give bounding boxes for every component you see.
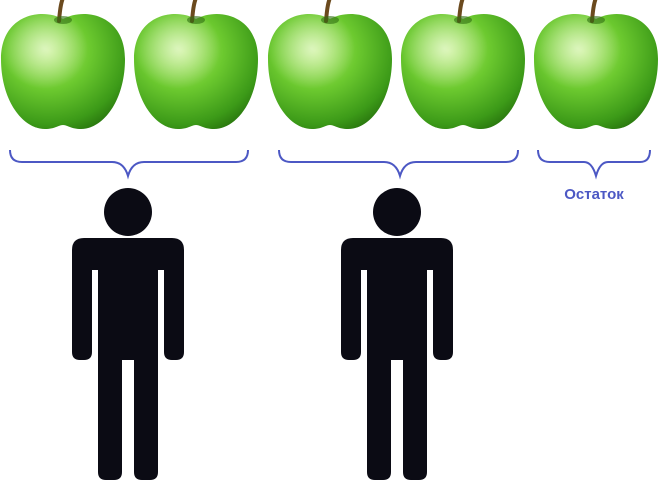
brace-icon-remainder <box>537 149 651 180</box>
apple-icon <box>266 0 394 132</box>
apple-icon <box>0 0 127 132</box>
apple-icon <box>399 0 527 132</box>
apple-icon <box>532 0 659 132</box>
person-icon <box>72 188 184 480</box>
apple-icon <box>132 0 260 132</box>
brace-icon-group-1 <box>9 149 249 180</box>
brace-icon-group-2 <box>278 149 519 180</box>
remainder-label: Остаток <box>564 186 624 203</box>
person-icon <box>341 188 453 480</box>
